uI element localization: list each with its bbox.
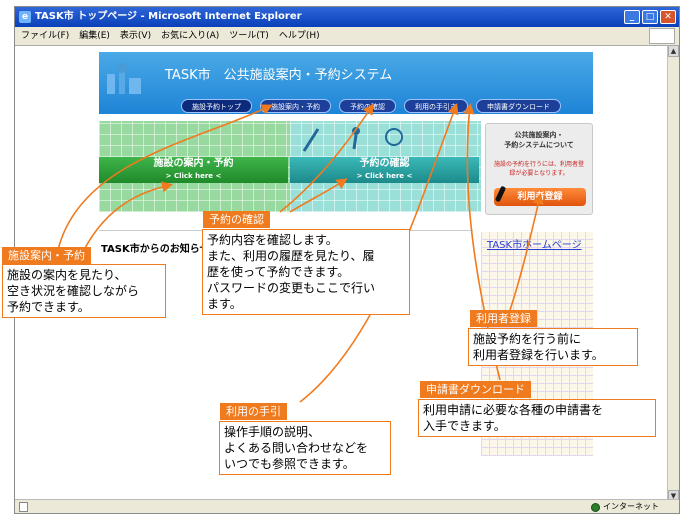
annotation-line: いつでも参照できます。 — [224, 457, 355, 471]
annotation-line: よくある問い合わせなどを — [224, 441, 369, 455]
annotation-confirm-tag: 予約の確認 — [203, 211, 270, 228]
page-icon — [19, 502, 28, 512]
register-notice-line: 施設の予約を行うには、利用者登 — [493, 161, 584, 168]
vertical-scrollbar[interactable]: ▲ ▼ — [667, 45, 679, 502]
nav-top[interactable]: 施設予約トップ — [181, 99, 252, 113]
scroll-up-icon[interactable]: ▲ — [668, 45, 679, 57]
annotation-line: パスワードの変更もここで行い — [207, 281, 376, 295]
confirm-button-title: 予約の確認 — [359, 158, 410, 169]
title-bar: e TASK市 トップページ - Microsoft Internet Expl… — [15, 7, 679, 27]
annotation-line: また、利用の履歴を見たり、履 — [207, 249, 375, 263]
system-info-box: 公共施設案内・ 予約システムについて 施設の予約を行うには、利用者登 録が必要と… — [485, 123, 593, 215]
annotation-register-tag: 利用者登録 — [470, 310, 537, 327]
facility-button-sub: > Click here < — [165, 172, 222, 180]
sports-icon — [302, 127, 403, 152]
windows-logo — [649, 28, 675, 44]
globe-icon — [591, 502, 600, 512]
menu-tools[interactable]: ツール(T) — [229, 31, 269, 41]
annotation-facility-tag: 施設案内・予約 — [2, 247, 91, 264]
ie-icon: e — [19, 11, 31, 23]
menu-file[interactable]: ファイル(F) — [21, 31, 70, 41]
annotation-download-box: 利用申請に必要な各種の申請書を 入手できます。 — [418, 399, 656, 437]
news-heading: TASK市からのお知らせ — [101, 244, 210, 255]
nav-guide[interactable]: 利用の手引き — [404, 99, 468, 113]
menu-edit[interactable]: 編集(E) — [79, 31, 110, 41]
annotation-register-box: 施設予約を行う前に 利用者登録を行います。 — [468, 328, 638, 366]
facility-button[interactable]: 施設の案内・予約 > Click here < — [99, 157, 288, 183]
site-header: TASK市 公共施設案内・予約システム 施設予約トップ 施設案内・予約 予約の確… — [99, 52, 593, 114]
annotation-guide-box: 操作手順の説明、 よくある問い合わせなどを いつでも参照できます。 — [219, 421, 391, 475]
system-info-heading: 公共施設案内・ 予約システムについて — [486, 124, 592, 150]
register-button[interactable]: 利用者登録 — [494, 188, 586, 206]
confirm-button-sub: > Click here < — [356, 172, 413, 180]
window-title: TASK市 トップページ - Microsoft Internet Explor… — [35, 11, 302, 22]
nav-confirm[interactable]: 予約の確認 — [339, 99, 396, 113]
confirm-button[interactable]: 予約の確認 > Click here < — [290, 157, 479, 183]
menu-view[interactable]: 表示(V) — [119, 31, 152, 41]
menu-help[interactable]: ヘルプ(H) — [278, 31, 320, 41]
nav-download[interactable]: 申請書ダウンロード — [476, 99, 561, 113]
homepage-link[interactable]: TASK市ホームページ — [487, 240, 582, 251]
register-notice: 施設の予約を行うには、利用者登 録が必要となります。 — [486, 160, 592, 178]
nav-facility[interactable]: 施設案内・予約 — [260, 99, 331, 113]
annotation-line: 予約内容を確認します。 — [207, 233, 338, 247]
annotation-line: 施設予約を行う前に — [473, 332, 582, 346]
register-notice-line: 録が必要となります。 — [509, 170, 569, 177]
annotation-facility-box: 施設の案内を見たり、 空き状況を確認しながら 予約できます。 — [2, 264, 166, 318]
site-nav: 施設予約トップ 施設案内・予約 予約の確認 利用の手引き 申請書ダウンロード — [181, 99, 561, 115]
annotation-guide-tag: 利用の手引 — [220, 403, 287, 420]
annotation-confirm-box: 予約内容を確認します。 また、利用の履歴を見たり、履 歴を使って予約できます。 … — [202, 229, 410, 315]
minimize-button[interactable]: _ — [624, 10, 640, 24]
system-info-heading-line: 公共施設案内・ — [514, 131, 564, 139]
annotation-line: 利用申請に必要な各種の申請書を — [423, 403, 604, 417]
maximize-button[interactable]: □ — [642, 10, 658, 24]
menu-favorites[interactable]: お気に入り(A) — [161, 31, 220, 41]
annotation-line: 歴を使って予約できます。 — [207, 265, 350, 279]
system-info-heading-line: 予約システムについて — [504, 141, 574, 149]
annotation-line: 入手できます。 — [423, 419, 506, 433]
status-bar: インターネット — [15, 499, 679, 513]
close-button[interactable]: ✕ — [660, 10, 676, 24]
menu-bar: ファイル(F) 編集(E) 表示(V) お気に入り(A) ツール(T) ヘルプ(… — [15, 27, 679, 45]
annotation-line: 空き状況を確認しながら — [7, 284, 140, 298]
annotation-line: ます。 — [207, 297, 242, 311]
annotation-line: 予約できます。 — [7, 300, 90, 314]
security-zone: インターネット — [591, 500, 659, 514]
site-title: TASK市 公共施設案内・予約システム — [165, 68, 393, 83]
annotation-line: 施設の案内を見たり、 — [7, 268, 127, 282]
annotation-line: 操作手順の説明、 — [224, 425, 321, 439]
facility-button-title: 施設の案内・予約 — [153, 158, 234, 169]
city-logo-icon — [107, 63, 141, 94]
annotation-download-tag: 申請書ダウンロード — [420, 381, 531, 398]
annotation-line: 利用者登録を行います。 — [473, 348, 604, 362]
zone-label: インターネット — [603, 502, 659, 511]
main-banner: 施設の案内・予約 > Click here < 予約の確認 > Click he… — [99, 121, 481, 212]
